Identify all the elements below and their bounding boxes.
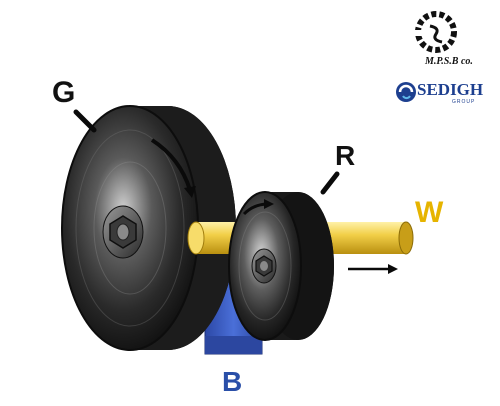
- gear-logo-icon: [412, 11, 457, 53]
- label-grinding-wheel: G: [52, 76, 76, 109]
- label-regulating-wheel: R: [335, 140, 356, 171]
- regulating-wheel: [228, 191, 334, 341]
- swirl-logo-icon: [396, 82, 416, 102]
- label-workpiece: W: [415, 196, 444, 229]
- curved-arrow-icon: [150, 138, 196, 198]
- mpsb-logo-text: M.P.S.B co.: [425, 56, 473, 67]
- leader-line-g: [73, 109, 97, 133]
- grinding-wheel-hub: [102, 205, 144, 259]
- grinding-wheel: [61, 105, 236, 351]
- regulating-wheel-hub: [251, 248, 277, 284]
- curved-arrow-icon: [242, 199, 274, 216]
- label-work-rest-blade: B: [222, 366, 243, 397]
- leader-line-r: [320, 171, 340, 195]
- sedigh-logo-text: SEDIGH: [417, 80, 484, 99]
- sedigh-logo-subtext: GROUP: [452, 99, 476, 105]
- arrow-right-icon: [348, 264, 398, 274]
